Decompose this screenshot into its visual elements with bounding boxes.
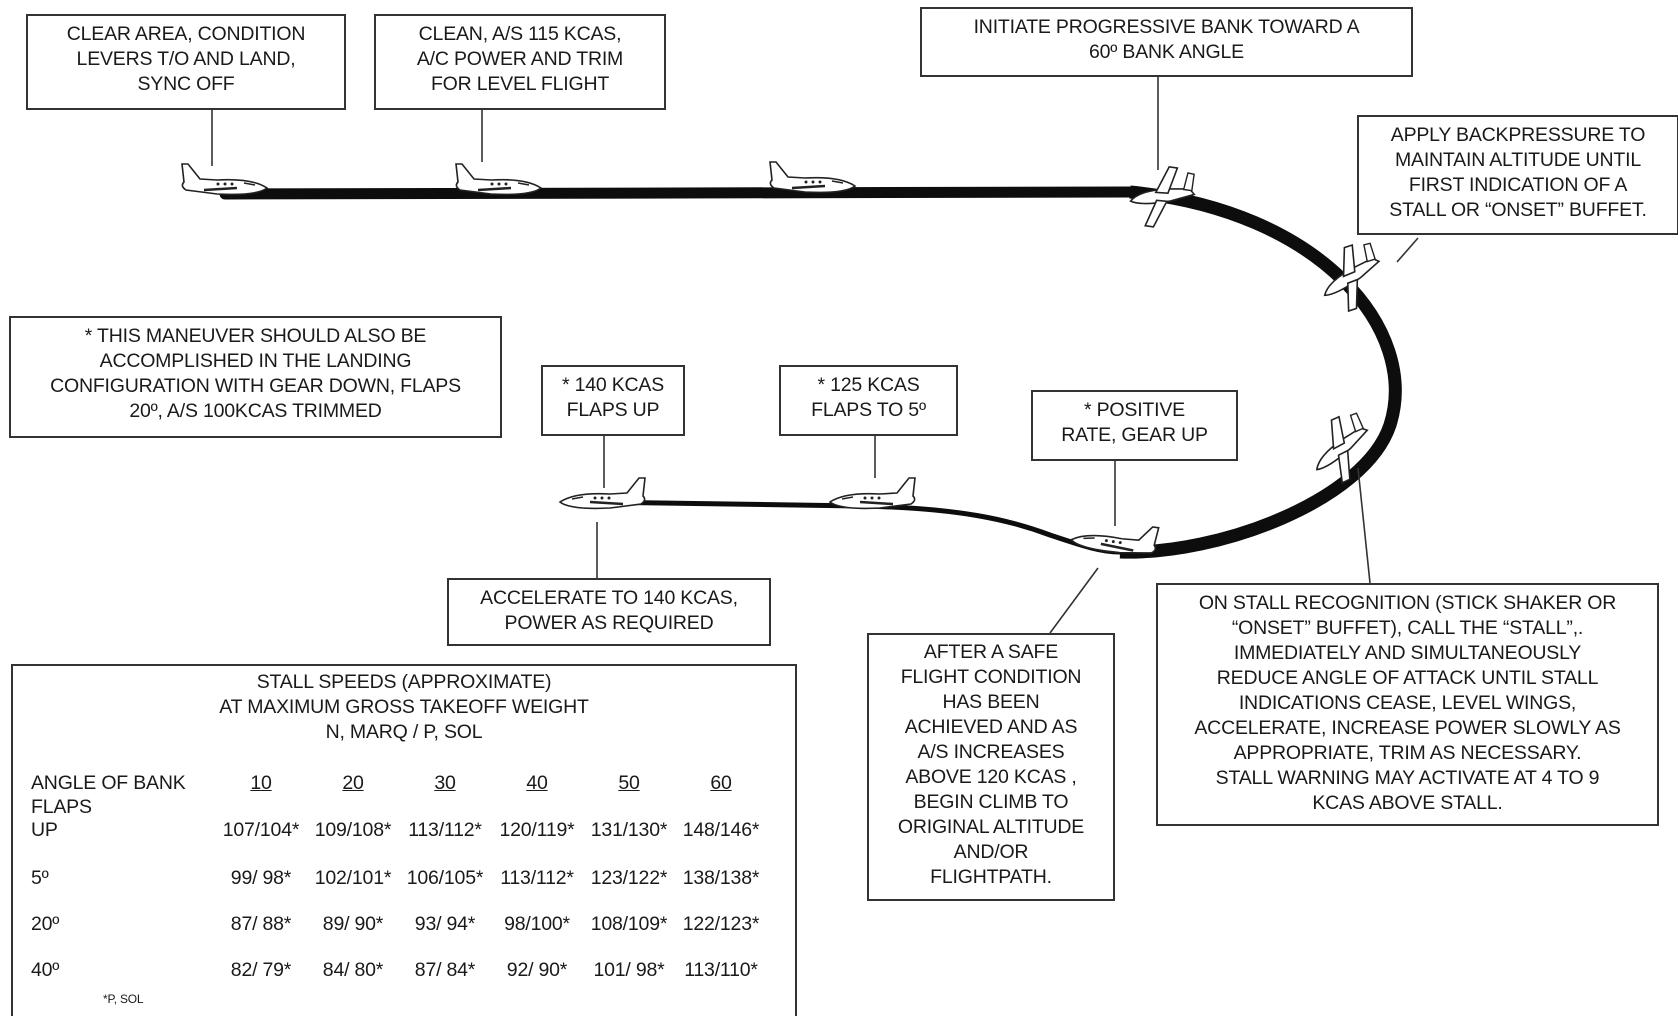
airplane-icon — [768, 160, 857, 194]
bank-angle-header: 60 — [710, 772, 732, 794]
stall-speed-cell: 84/ 80* — [322, 959, 384, 981]
flaps-label: FLAPS — [31, 796, 92, 818]
stall-speed-cell: 113/112* — [500, 867, 574, 889]
callout-gear-up: * POSITIVE RATE, GEAR UP — [1031, 390, 1238, 461]
stall-speed-cell: 102/101* — [314, 867, 392, 889]
bank-angle-label: ANGLE OF BANK — [31, 772, 186, 794]
stall-speed-cell: 101/ 98* — [593, 959, 665, 981]
leader-stall-recognition — [1357, 467, 1371, 584]
callout-initiate-bank: INITIATE PROGRESSIVE BANK TOWARD A 60º B… — [920, 7, 1413, 77]
callout-stall-recognition: ON STALL RECOGNITION (STICK SHAKER OR “O… — [1156, 583, 1659, 826]
stall-speed-cell: 108/109* — [590, 913, 668, 935]
stall-speed-cell: 87/ 88* — [230, 913, 292, 935]
airplane-icon — [558, 476, 647, 510]
airplane-banked-icon — [1126, 163, 1200, 230]
flight-path-top — [219, 186, 1136, 200]
stall-speed-cell: 123/122* — [590, 867, 668, 889]
stall-speed-cell: 82/ 79* — [230, 959, 292, 981]
table-subtitle: AT MAXIMUM GROSS TAKEOFF WEIGHT — [219, 696, 589, 718]
stall-speed-cell: 98/100* — [504, 913, 570, 935]
flaps-setting: 40º — [31, 959, 60, 981]
bank-angle-header: 20 — [342, 772, 364, 794]
callout-accelerate: ACCELERATE TO 140 KCAS, POWER AS REQUIRE… — [447, 578, 771, 646]
callout-clean: CLEAN, A/S 115 KCAS, A/C POWER AND TRIM … — [374, 14, 666, 110]
bank-angle-header: 40 — [526, 772, 548, 794]
callout-landing-note: * THIS MANEUVER SHOULD ALSO BE ACCOMPLIS… — [9, 316, 502, 438]
table-footnote: *P, SOL — [103, 992, 144, 1006]
stall-speed-cell: 92/ 90* — [506, 959, 568, 981]
callout-flaps-5: * 125 KCAS FLAPS TO 5º — [779, 365, 958, 436]
stall-speed-cell: 99/ 98* — [230, 867, 292, 889]
stall-speed-cell: 120/119* — [499, 819, 575, 841]
stall-speed-cell: 107/104* — [222, 819, 300, 841]
callout-flaps-up: * 140 KCAS FLAPS UP — [541, 365, 685, 436]
bank-angle-header: 10 — [250, 772, 272, 794]
flaps-setting: 5º — [31, 867, 49, 889]
bank-angle-header: 30 — [434, 772, 456, 794]
flaps-setting: UP — [31, 819, 58, 841]
stall-speed-cell: 131/130* — [590, 819, 668, 841]
flight-path-turn — [1119, 185, 1402, 559]
callout-clear-area: CLEAR AREA, CONDITION LEVERS T/O AND LAN… — [26, 14, 346, 110]
flight-path-bottom — [594, 499, 1121, 555]
stall-speed-cell: 93/ 94* — [414, 913, 476, 935]
stall-speed-cell: 106/105* — [406, 867, 484, 889]
airplane-icon — [454, 162, 543, 196]
stall-speed-cell: 109/108* — [314, 819, 392, 841]
stall-speed-cell: 138/138* — [682, 867, 760, 889]
airplane-icon — [180, 162, 269, 196]
stall-speed-cell: 89/ 90* — [322, 913, 384, 935]
airplane-banked-icon — [1307, 234, 1397, 320]
leader-safe-flight — [1049, 567, 1099, 634]
leader-backpressure — [1396, 237, 1419, 263]
table-title: STALL SPEEDS (APPROXIMATE) — [256, 671, 552, 693]
bank-angle-header: 50 — [618, 772, 640, 794]
stall-speeds-table: STALL SPEEDS (APPROXIMATE) AT MAXIMUM GR… — [11, 664, 797, 1016]
table-subtitle: N, MARQ / P, SOL — [325, 721, 483, 743]
callout-backpressure: APPLY BACKPRESSURE TO MAINTAIN ALTITUDE … — [1357, 115, 1678, 235]
airplane-icon — [828, 476, 917, 510]
flaps-setting: 20º — [31, 913, 60, 935]
stall-speed-cell: 113/110* — [684, 959, 758, 981]
stall-speed-cell: 87/ 84* — [414, 959, 476, 981]
stall-speed-cell: 148/146* — [682, 819, 760, 841]
stall-speed-cell: 113/112* — [408, 819, 482, 841]
callout-safe-flight: AFTER A SAFE FLIGHT CONDITION HAS BEEN A… — [867, 633, 1115, 901]
stall-speed-cell: 122/123* — [682, 913, 760, 935]
